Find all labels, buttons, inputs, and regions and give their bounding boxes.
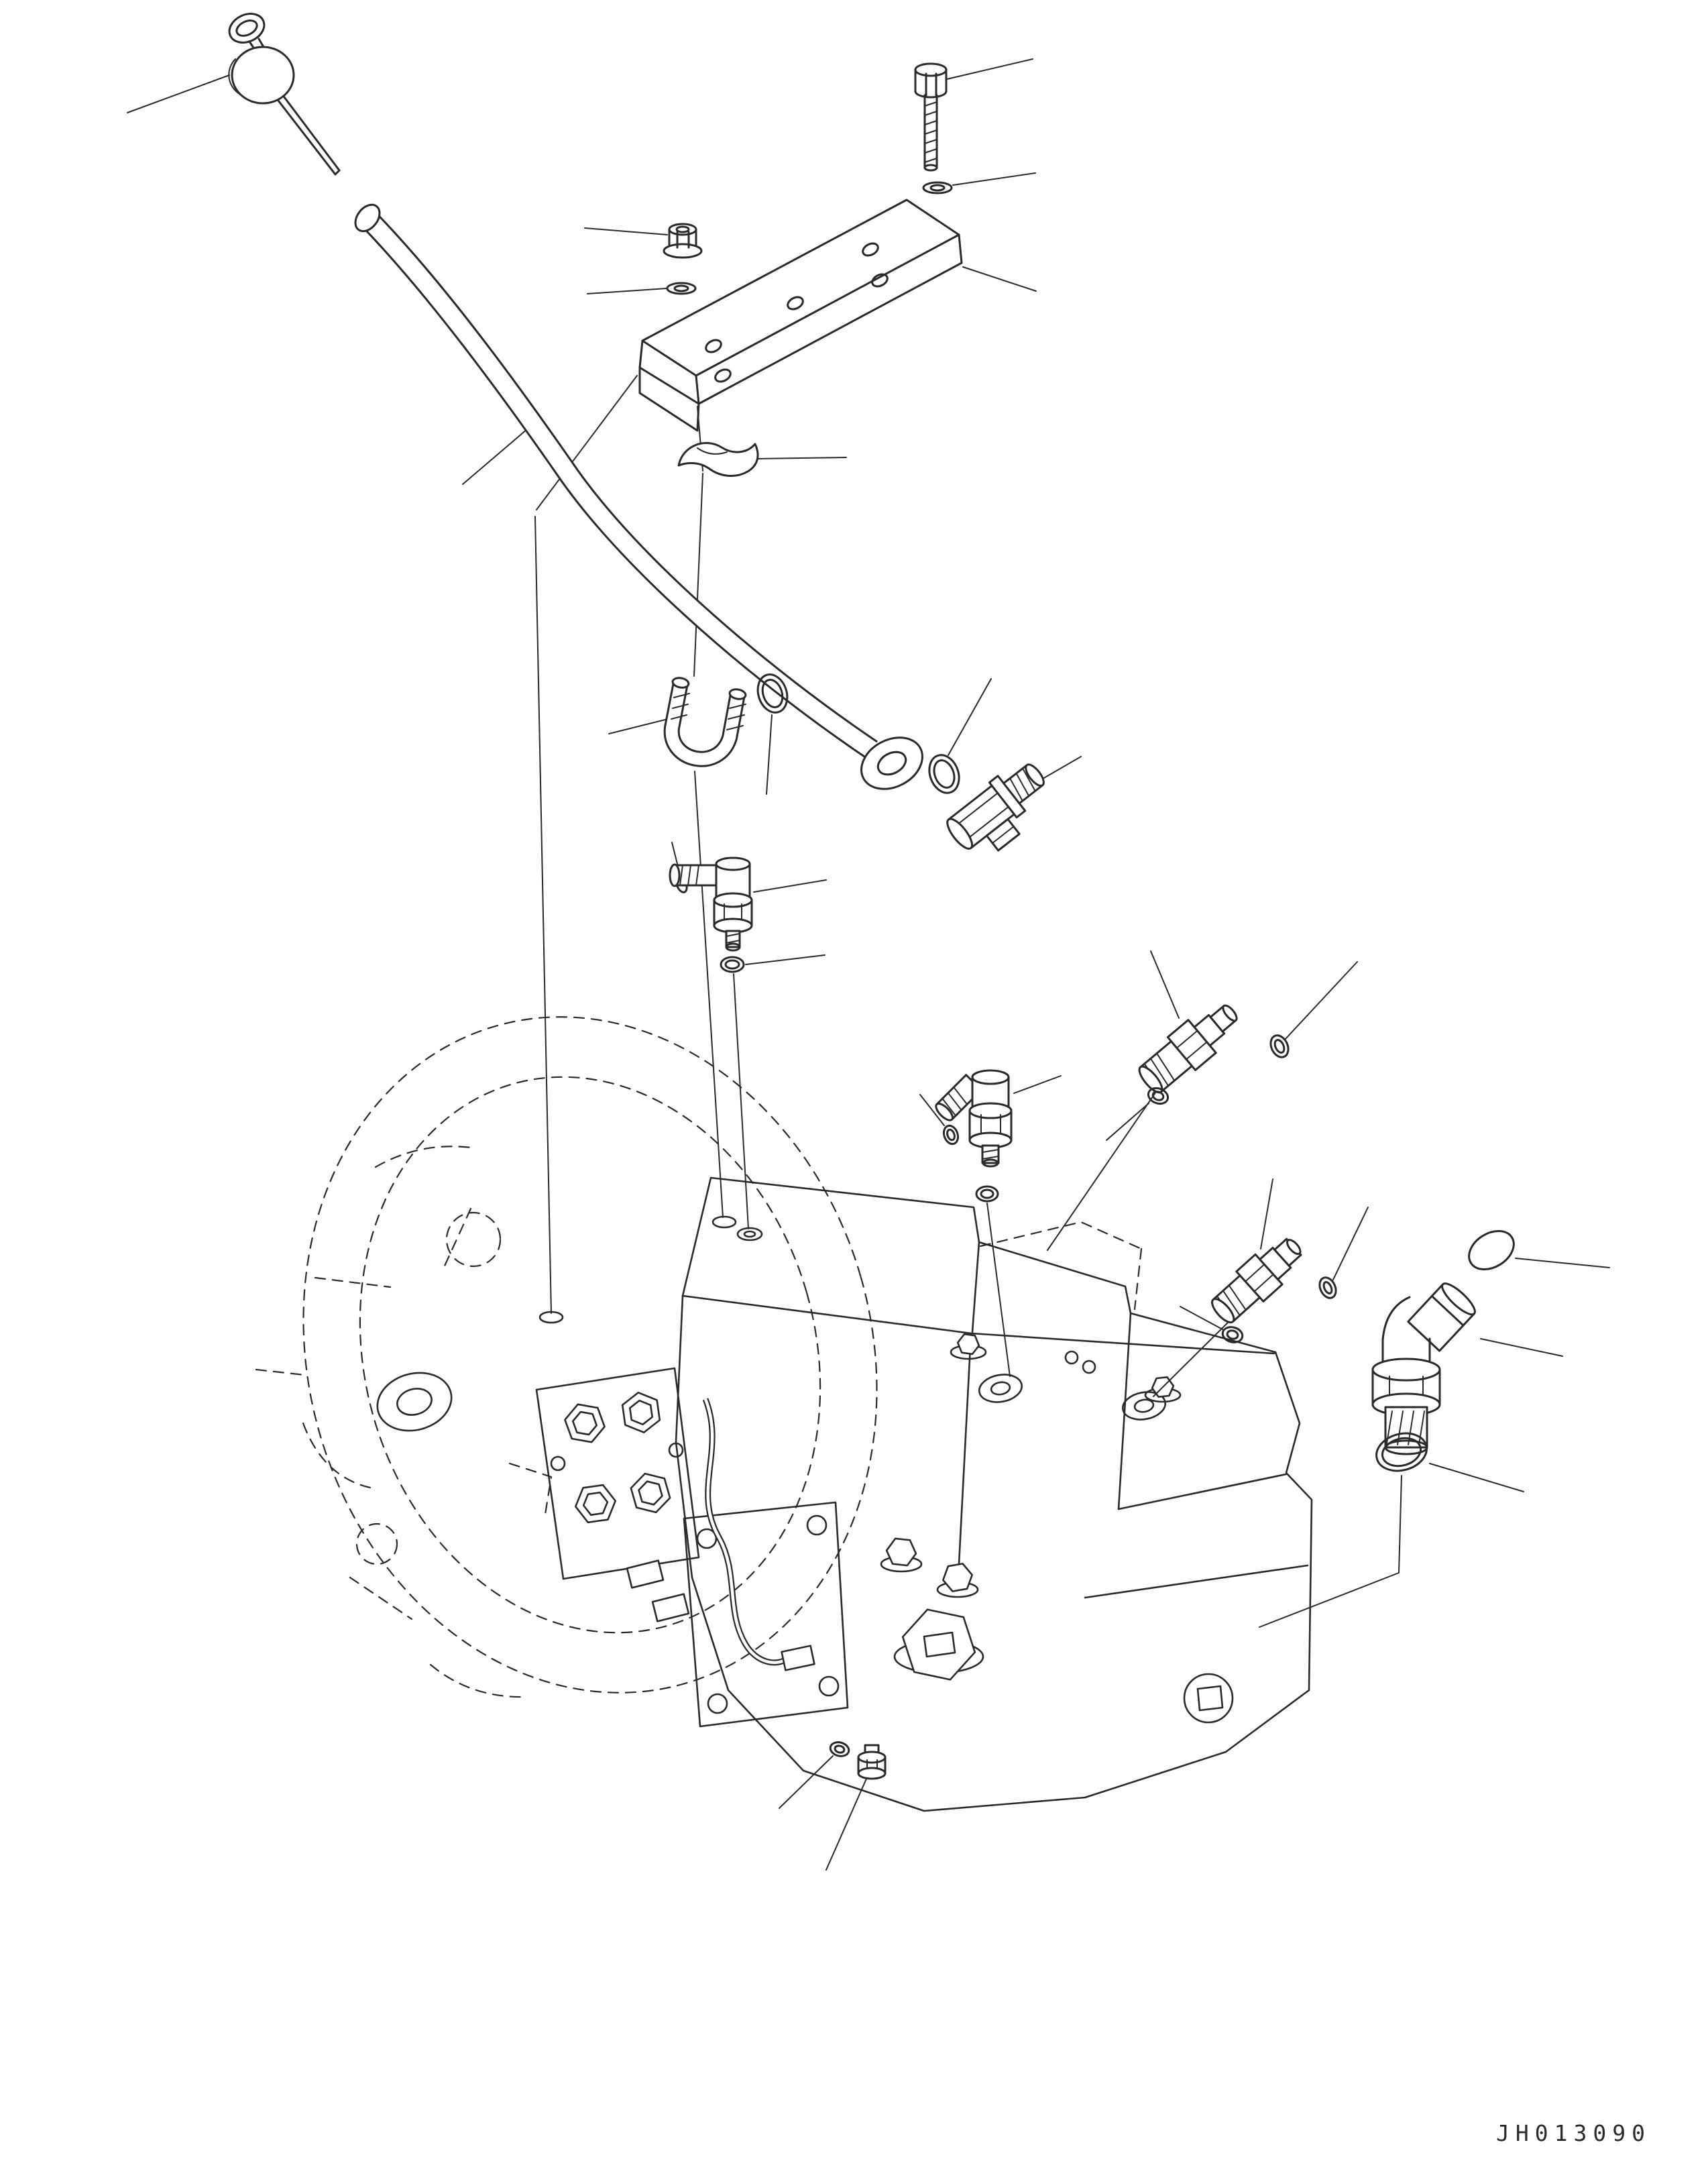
fitting-45-b	[1211, 1178, 1302, 1324]
o-ring-a	[756, 673, 789, 795]
washer-left	[587, 282, 697, 295]
flange-nut	[584, 223, 703, 259]
o-ring-l	[1375, 1432, 1524, 1492]
tube-clamp	[677, 442, 847, 477]
o-ring-i	[1180, 1306, 1244, 1343]
backup-ring-f	[1269, 961, 1358, 1058]
o-ring-b	[928, 678, 992, 794]
mounting-bracket	[638, 199, 1037, 432]
o-ring-g	[919, 1094, 960, 1146]
plug-fitting	[946, 756, 1082, 852]
washer-top	[922, 172, 1036, 195]
backup-ring-j	[1318, 1207, 1369, 1299]
elbow-fitting-2	[935, 1069, 1062, 1168]
drawing-code: JH013090	[1496, 2120, 1651, 2146]
o-ring-h	[975, 1185, 999, 1203]
o-ring-d	[720, 954, 825, 973]
plug-cap	[1468, 1229, 1610, 1271]
o-ring-e	[1106, 1087, 1170, 1141]
hydraulic-pump-assembly	[255, 1016, 1313, 1812]
fitting-45-a	[1138, 950, 1238, 1094]
assembly-projection-lines	[534, 375, 1402, 1628]
drain-plug	[825, 1744, 887, 1871]
u-bolt-clamp	[608, 677, 747, 767]
elbow-fitting-1	[669, 856, 827, 952]
elbow-fitting-large	[1371, 1282, 1563, 1455]
cap-plug-with-pull-ring	[127, 13, 341, 176]
washer-m	[779, 1741, 850, 1809]
hex-bolt	[914, 58, 1033, 172]
